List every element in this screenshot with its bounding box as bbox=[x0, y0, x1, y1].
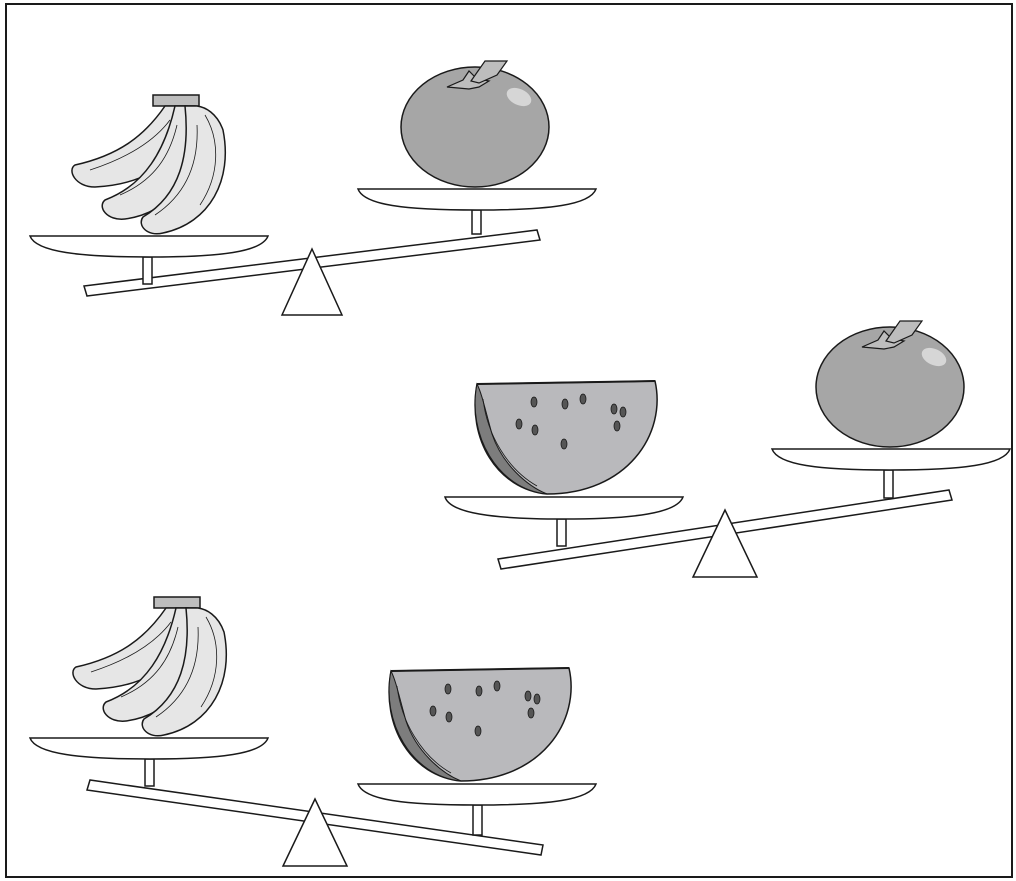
scale-1-right-post bbox=[472, 210, 481, 234]
scale-3-right-post bbox=[473, 805, 482, 835]
scale-3-left-pan bbox=[30, 738, 268, 759]
scale-1-bananas bbox=[72, 95, 225, 234]
scale-2-right-post bbox=[884, 470, 893, 498]
scale-2-right-pan bbox=[772, 449, 1010, 470]
scale-1-orange bbox=[401, 61, 549, 187]
scale-2-orange bbox=[816, 321, 964, 447]
scale-2 bbox=[445, 321, 1010, 577]
scale-3-left-post bbox=[145, 759, 154, 786]
scale-1 bbox=[30, 61, 596, 315]
scale-2-watermelon bbox=[475, 381, 657, 494]
scale-1-left-pan bbox=[30, 236, 268, 257]
scale-2-left-pan bbox=[445, 497, 683, 519]
scale-1-right-pan bbox=[358, 189, 596, 210]
scale-3 bbox=[30, 597, 596, 866]
scale-2-left-post bbox=[557, 519, 566, 546]
scale-3-bananas bbox=[73, 597, 226, 736]
scale-1-left-post bbox=[143, 257, 152, 284]
scale-3-watermelon bbox=[389, 668, 571, 781]
scale-3-right-pan bbox=[358, 784, 596, 805]
scale-2-fulcrum bbox=[693, 510, 757, 577]
